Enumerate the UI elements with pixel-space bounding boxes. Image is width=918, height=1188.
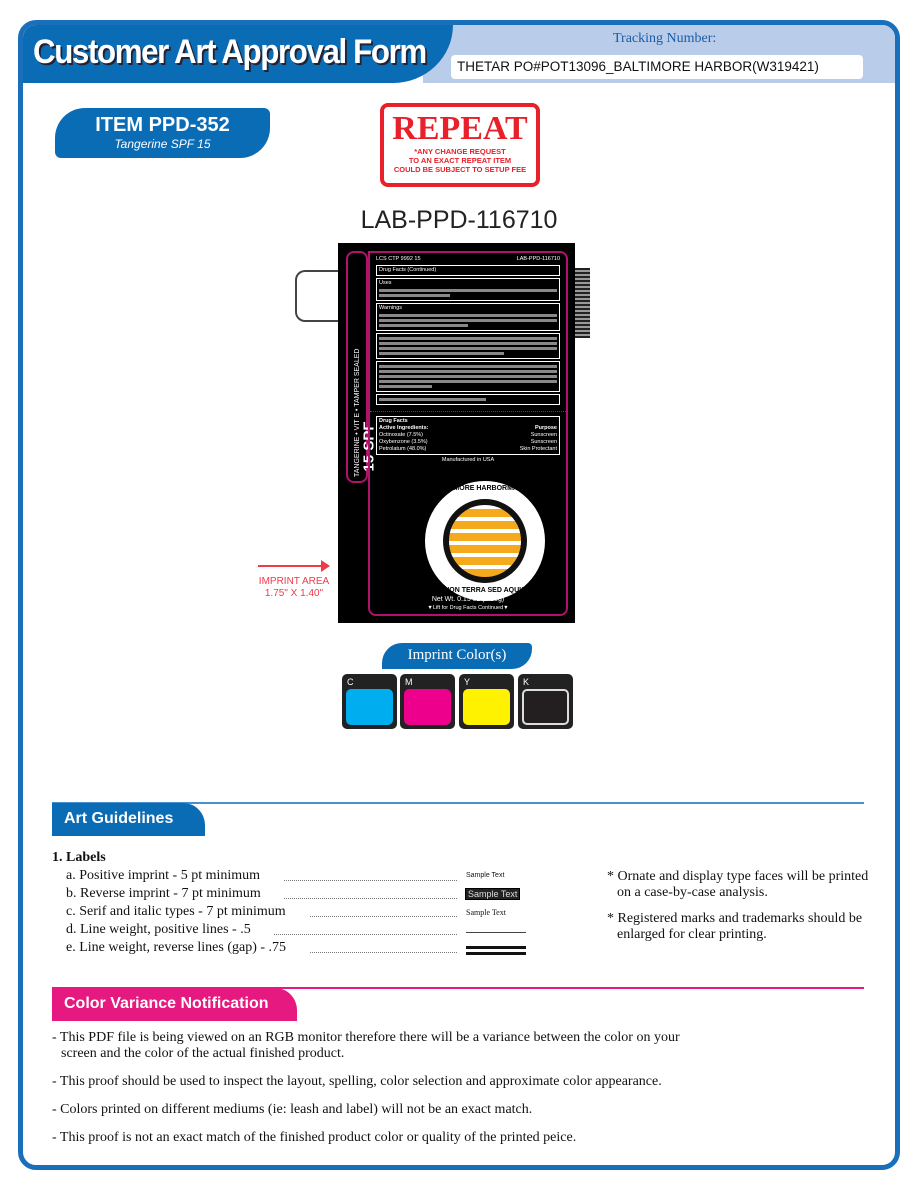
- logo-text-bottom: NON TERRA SED AQUIS: [444, 587, 526, 594]
- guidelines-heading: 1. Labels: [52, 850, 106, 865]
- sample-positive-line: [466, 932, 526, 933]
- ingredient-purpose: Sunscreen: [530, 432, 557, 438]
- swatch-letter: Y: [464, 677, 471, 687]
- swatch-letter: M: [405, 677, 413, 687]
- art-guidelines-title: Art Guidelines: [52, 803, 205, 836]
- guideline-item: a. Positive imprint - 5 pt minimum: [66, 868, 261, 883]
- variance-item: - Colors printed on different mediums (i…: [52, 1102, 533, 1117]
- note: * Registered marks and trademarks should…: [607, 911, 863, 942]
- label-artwork: TANGERINE • VIT E • TAMPER SEALED 15 SPF…: [338, 243, 575, 623]
- barcode-strip: [575, 268, 590, 338]
- item-name: Tangerine SPF 15: [114, 137, 211, 151]
- form-title: Customer Art Approval Form: [33, 33, 427, 71]
- divider: [52, 987, 864, 989]
- drug-facts-heading: Drug Facts: [379, 418, 408, 424]
- imprint-area-label: IMPRINT AREA: [258, 576, 330, 587]
- imprint-arrow-icon: [258, 560, 330, 572]
- net-weight: Net Wt. 0.15 oz (4.25g): [431, 596, 505, 603]
- variance-item: - This PDF file is being viewed on an RG…: [52, 1030, 680, 1061]
- variance-item: - This proof is not an exact match of th…: [52, 1130, 577, 1145]
- warnings-heading: Warnings: [379, 305, 403, 311]
- item-code: ITEM PPD-352: [95, 114, 230, 136]
- label-code: LCS CTP 9992 15: [376, 256, 421, 262]
- drug-facts-continued: Drug Facts (Continued): [376, 265, 560, 276]
- made-in: Manufactured in USA: [441, 457, 495, 463]
- ingredient-name: Octinoxate (7.5%): [379, 432, 424, 438]
- header-banner: [23, 25, 453, 83]
- sample-reverse: Sample Text: [465, 888, 521, 900]
- swatch-letter: C: [347, 677, 354, 687]
- form-frame: Customer Art Approval Form Tracking Numb…: [18, 20, 900, 1170]
- active-ingredients-heading: Active Ingredients:: [379, 425, 429, 431]
- note: * Ornate and display type faces will be …: [607, 869, 869, 900]
- swatch-magenta: M: [400, 674, 455, 729]
- guideline-item: b. Reverse imprint - 7 pt minimum: [66, 886, 261, 901]
- color-variance-list: - This PDF file is being viewed on an RG…: [52, 1030, 872, 1158]
- tracking-label: Tracking Number:: [613, 31, 717, 46]
- lift-note: ▼Lift for Drug Facts Continued▼: [427, 605, 509, 611]
- ingredient-name: Petrolatum (48.0%): [379, 446, 427, 452]
- sample-positive: Sample Text: [466, 872, 505, 879]
- swatch-cyan: C: [342, 674, 397, 729]
- label-main-panel: LCS CTP 9992 15 LAB-PPD-116710 Drug Facts…: [368, 251, 568, 616]
- repeat-note-3: COULD BE SUBJECT TO SETUP FEE: [393, 165, 527, 174]
- tracking-number-field: THETAR PO#POT13096_BALTIMORE HARBOR(W319…: [451, 55, 863, 79]
- label-tab-outline: [295, 270, 341, 322]
- label-side-panel: TANGERINE • VIT E • TAMPER SEALED: [346, 251, 368, 483]
- sample-serif: Sample Text: [466, 908, 506, 917]
- color-variance-title: Color Variance Notification: [52, 988, 297, 1021]
- guideline-item: d. Line weight, positive lines - .5: [66, 922, 251, 937]
- harbormaster-logo: BALTIMORE HARBORMASTER NON TERRA SED AQU…: [425, 481, 545, 601]
- ingredient-purpose: Skin Protectant: [519, 446, 557, 452]
- repeat-title: REPEAT: [392, 110, 528, 147]
- imprint-area-size: 1.75" X 1.40": [264, 588, 324, 599]
- variance-item: - This proof should be used to inspect t…: [52, 1074, 662, 1089]
- ingredient-purpose: Sunscreen: [530, 439, 557, 445]
- lab-number: LAB-PPD-116710: [360, 206, 558, 234]
- imprint-area-note: IMPRINT AREA 1.75" X 1.40": [250, 576, 338, 600]
- guideline-item: c. Serif and italic types - 7 pt minimum: [66, 904, 286, 919]
- uses-heading: Uses: [379, 280, 392, 286]
- ingredient-name: Oxybenzone (3.5%): [379, 439, 428, 445]
- item-badge: ITEM PPD-352 Tangerine SPF 15: [55, 108, 270, 158]
- purpose-heading: Purpose: [534, 425, 557, 431]
- guideline-notes: * Ornate and display type faces will be …: [605, 869, 870, 953]
- label-lab-code: LAB-PPD-116710: [516, 256, 560, 262]
- repeat-note-1: *ANY CHANGE REQUEST: [414, 147, 506, 156]
- guideline-item: e. Line weight, reverse lines (gap) - .7…: [66, 940, 287, 955]
- logo-text-top: BALTIMORE HARBORMASTER: [433, 485, 537, 492]
- repeat-note-2: TO AN EXACT REPEAT ITEM: [408, 156, 512, 165]
- label-guidelines: 1. Labels a. Positive imprint - 5 pt min…: [52, 850, 527, 958]
- swatch-black: K: [518, 674, 573, 729]
- divider: [52, 802, 864, 804]
- sample-reverse-line: [466, 946, 526, 955]
- repeat-stamp: REPEAT *ANY CHANGE REQUEST TO AN EXACT R…: [380, 103, 540, 187]
- imprint-colors-title: Imprint Color(s): [382, 643, 532, 669]
- ship-wheel-icon: [443, 499, 527, 583]
- swatch-letter: K: [523, 677, 530, 687]
- swatch-yellow: Y: [459, 674, 514, 729]
